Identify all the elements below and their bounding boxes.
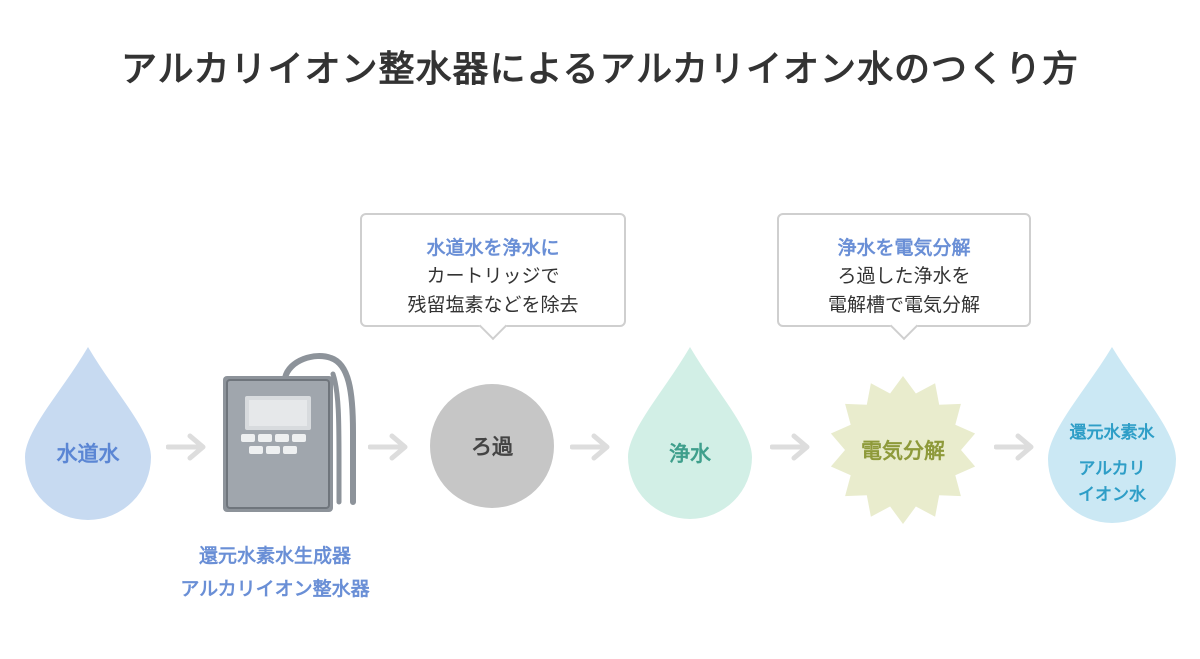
callout-filtration-heading: 水道水を浄水に xyxy=(426,237,560,259)
alkaline-water-label-line2: アルカリ xyxy=(1078,459,1146,479)
purified-water-drop-shape xyxy=(628,347,752,519)
alkaline-water-label-line3: イオン水 xyxy=(1078,485,1146,505)
device-caption-line2: アルカリイオン整水器 xyxy=(180,578,370,600)
callout-filtration: 水道水を浄水に カートリッジで 残留塩素などを除去 xyxy=(360,213,626,341)
arrow-right-icon xyxy=(368,433,408,461)
callout-electrolysis-line2: 電解槽で電気分解 xyxy=(827,294,980,316)
filtration-circle xyxy=(430,384,554,508)
arrow-right-icon xyxy=(570,433,610,461)
tap-water-label: 水道水 xyxy=(56,442,120,466)
purified-water-drop xyxy=(628,347,752,519)
callout-filtration-line2: 残留塩素などを除去 xyxy=(407,294,579,316)
tap-water-drop-shape xyxy=(25,347,151,520)
tap-water-drop xyxy=(25,347,151,520)
alkaline-water-drop-shape xyxy=(1048,347,1176,523)
callout-filtration-line1: カートリッジで xyxy=(426,265,560,287)
alkaline-water-label-line1: 還元水素水 xyxy=(1069,423,1155,443)
device-caption-line1: 還元水素水生成器 xyxy=(198,545,351,567)
device-caption: 還元水素水生成器 アルカリイオン整水器 xyxy=(150,540,400,606)
electrolysis-starburst xyxy=(830,376,976,524)
filtration-label: ろ過 xyxy=(471,435,513,459)
purified-water-label: 浄水 xyxy=(669,442,711,466)
electrolysis-starburst-shape xyxy=(830,376,976,524)
page-title: アルカリイオン整水器によるアルカリイオン水のつくり方 xyxy=(120,49,1080,90)
callout-electrolysis-line1: ろ過した浄水を xyxy=(837,265,971,287)
arrow-right-icon xyxy=(770,433,810,461)
callout-electrolysis: 浄水を電気分解 ろ過した浄水を 電解槽で電気分解 xyxy=(777,213,1031,341)
alkaline-water-drop xyxy=(1048,347,1176,523)
alkaline-water-label: 還元水素水 アルカリ イオン水 xyxy=(1046,420,1178,508)
electrolysis-label: 電気分解 xyxy=(861,439,945,463)
arrow-right-icon xyxy=(166,433,206,461)
arrow-right-icon xyxy=(994,433,1034,461)
callout-electrolysis-heading: 浄水を電気分解 xyxy=(837,237,971,259)
water-ionizer-device-icon xyxy=(223,353,356,512)
